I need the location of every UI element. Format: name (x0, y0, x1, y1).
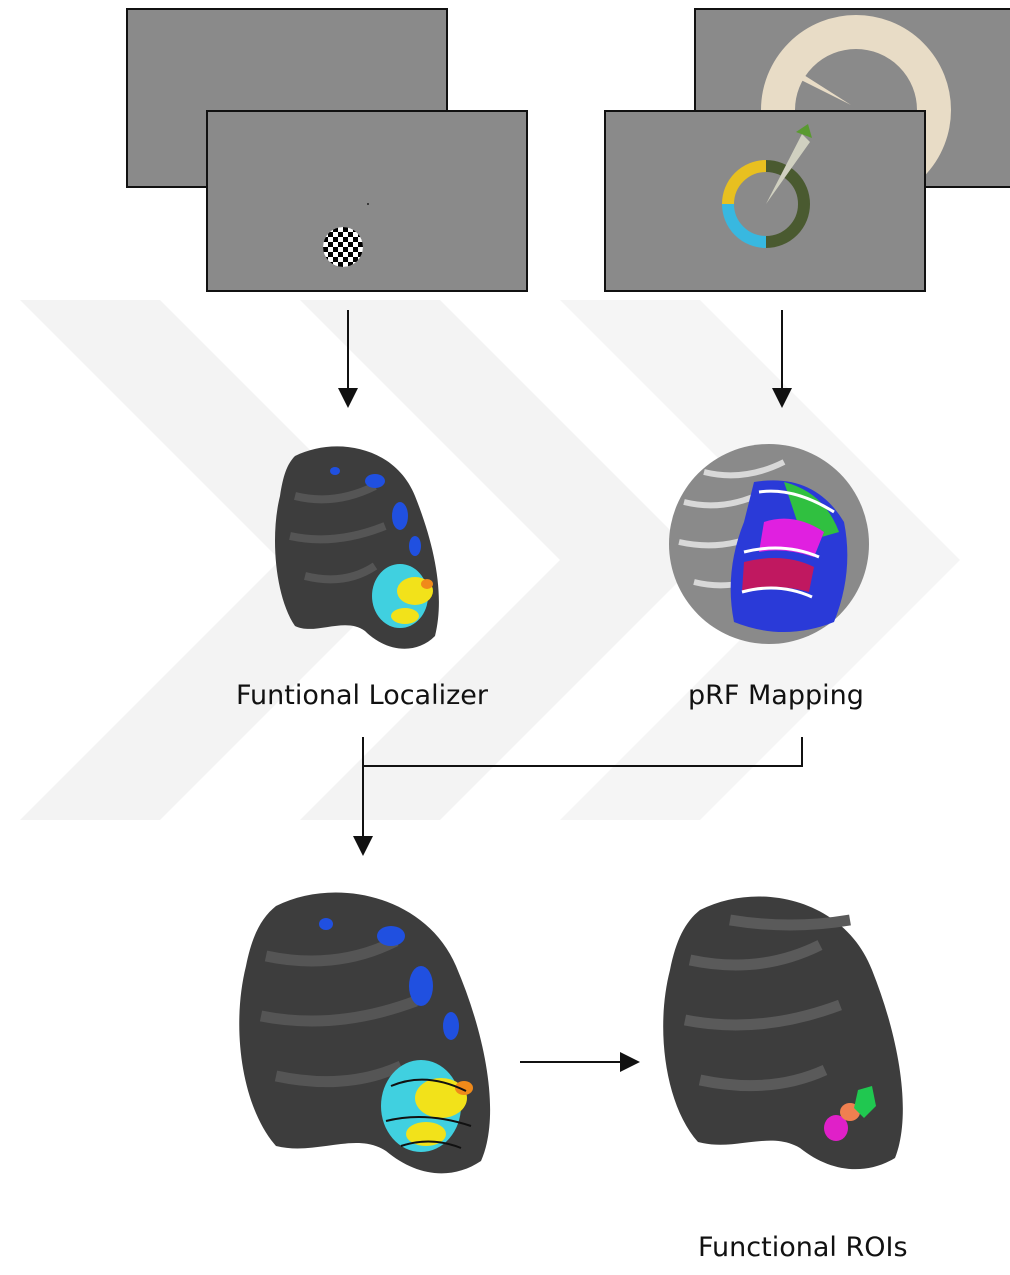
localizer-brain (265, 436, 465, 656)
rois-label: Functional ROIs (698, 1232, 908, 1263)
localizer-label: Funtional Localizer (236, 680, 488, 711)
roi-brain (650, 880, 930, 1180)
prf-brain (664, 432, 874, 652)
checkerboard-stimulus (208, 112, 526, 290)
prf-label: pRF Mapping (688, 680, 864, 711)
ring-stimulus-front (606, 112, 924, 290)
combined-brain (226, 876, 516, 1186)
prf-screen-front (604, 110, 926, 292)
localizer-screen-front (206, 110, 528, 292)
